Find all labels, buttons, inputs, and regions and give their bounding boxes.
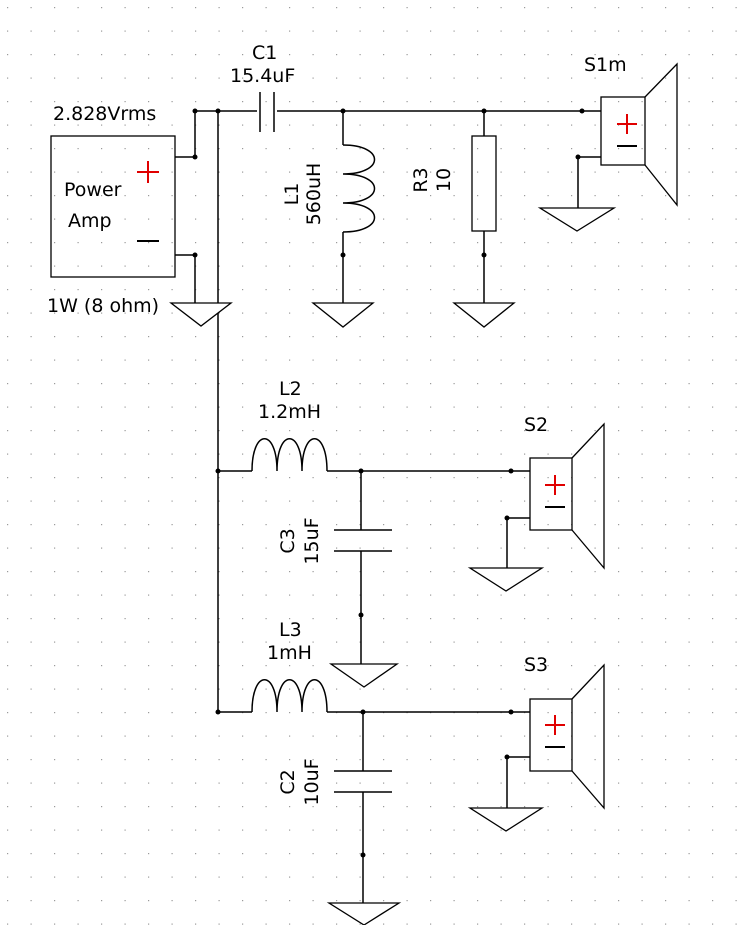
ground-c3-icon bbox=[328, 663, 400, 688]
c1-ref-label: C1 bbox=[252, 42, 277, 64]
junction-node bbox=[358, 612, 364, 618]
grid-dots bbox=[7, 7, 737, 925]
junction-node bbox=[358, 468, 364, 474]
junction-node bbox=[504, 515, 510, 521]
ground-s3-icon bbox=[467, 807, 545, 832]
junction-node bbox=[215, 709, 221, 715]
l2-value-label: 1.2mH bbox=[258, 401, 321, 423]
speaker-s3[interactable] bbox=[529, 663, 605, 810]
junction-node bbox=[215, 468, 221, 474]
power-amp[interactable]: Power Amp bbox=[50, 135, 176, 278]
wire-feed bbox=[175, 110, 219, 712]
s1m-label: S1m bbox=[584, 54, 627, 76]
resistor-r3[interactable] bbox=[471, 135, 497, 232]
junction-node bbox=[340, 252, 346, 258]
c3-ref-label: C3 bbox=[277, 528, 299, 553]
junction-node bbox=[575, 154, 581, 160]
junction-node bbox=[192, 154, 198, 160]
c3-value-label: 15uF bbox=[301, 517, 323, 564]
amp-rating-label: 1W (8 ohm) bbox=[47, 295, 159, 317]
c1-value-label: 15.4uF bbox=[230, 65, 295, 87]
s2-label: S2 bbox=[524, 414, 548, 436]
junction-node bbox=[508, 468, 514, 474]
c2-value-label: 10uF bbox=[301, 758, 323, 805]
power-amp-name-line2: Amp bbox=[68, 210, 112, 232]
junction-node bbox=[340, 108, 346, 114]
junction-node bbox=[192, 108, 198, 114]
junction-node bbox=[192, 252, 198, 258]
ground-r3-icon bbox=[452, 302, 516, 328]
junction-node bbox=[508, 709, 514, 715]
ground-s1m-icon bbox=[537, 207, 617, 232]
junction-nodes bbox=[192, 108, 585, 858]
power-amp-name-line1: Power bbox=[64, 179, 122, 201]
junction-node bbox=[481, 108, 487, 114]
l1-ref-label: L1 bbox=[281, 183, 303, 206]
inductor-l3[interactable] bbox=[251, 679, 328, 713]
junction-node bbox=[579, 108, 585, 114]
capacitor-c1[interactable] bbox=[259, 92, 275, 132]
l3-ref-label: L3 bbox=[279, 619, 302, 641]
amp-voltage-label: 2.828Vrms bbox=[53, 103, 156, 125]
ground-c2-icon bbox=[326, 902, 402, 925]
speaker-s1m[interactable] bbox=[600, 62, 678, 207]
junction-node bbox=[504, 754, 510, 760]
s3-label: S3 bbox=[524, 654, 548, 676]
wire-amp-negative bbox=[175, 254, 196, 303]
inductor-l1[interactable] bbox=[342, 144, 375, 233]
l2-ref-label: L2 bbox=[279, 378, 302, 400]
speaker-s2[interactable] bbox=[529, 422, 605, 570]
power-amp-body bbox=[50, 135, 176, 278]
capacitor-c2[interactable] bbox=[334, 770, 392, 793]
junction-node bbox=[215, 108, 221, 114]
ground-s2-icon bbox=[467, 567, 545, 592]
junction-node bbox=[481, 252, 487, 258]
ground-amp-icon bbox=[169, 302, 233, 327]
l3-value-label: 1mH bbox=[267, 642, 312, 664]
c2-ref-label: C2 bbox=[277, 769, 299, 794]
inductor-l2[interactable] bbox=[251, 438, 328, 472]
junction-node bbox=[360, 709, 366, 715]
capacitor-c3[interactable] bbox=[334, 529, 392, 552]
r3-ref-label: R3 bbox=[410, 167, 432, 192]
ground-l1-icon bbox=[311, 302, 375, 328]
junction-node bbox=[360, 852, 366, 858]
l1-value-label: 560uH bbox=[303, 163, 325, 226]
r3-value-label: 10 bbox=[433, 168, 455, 192]
